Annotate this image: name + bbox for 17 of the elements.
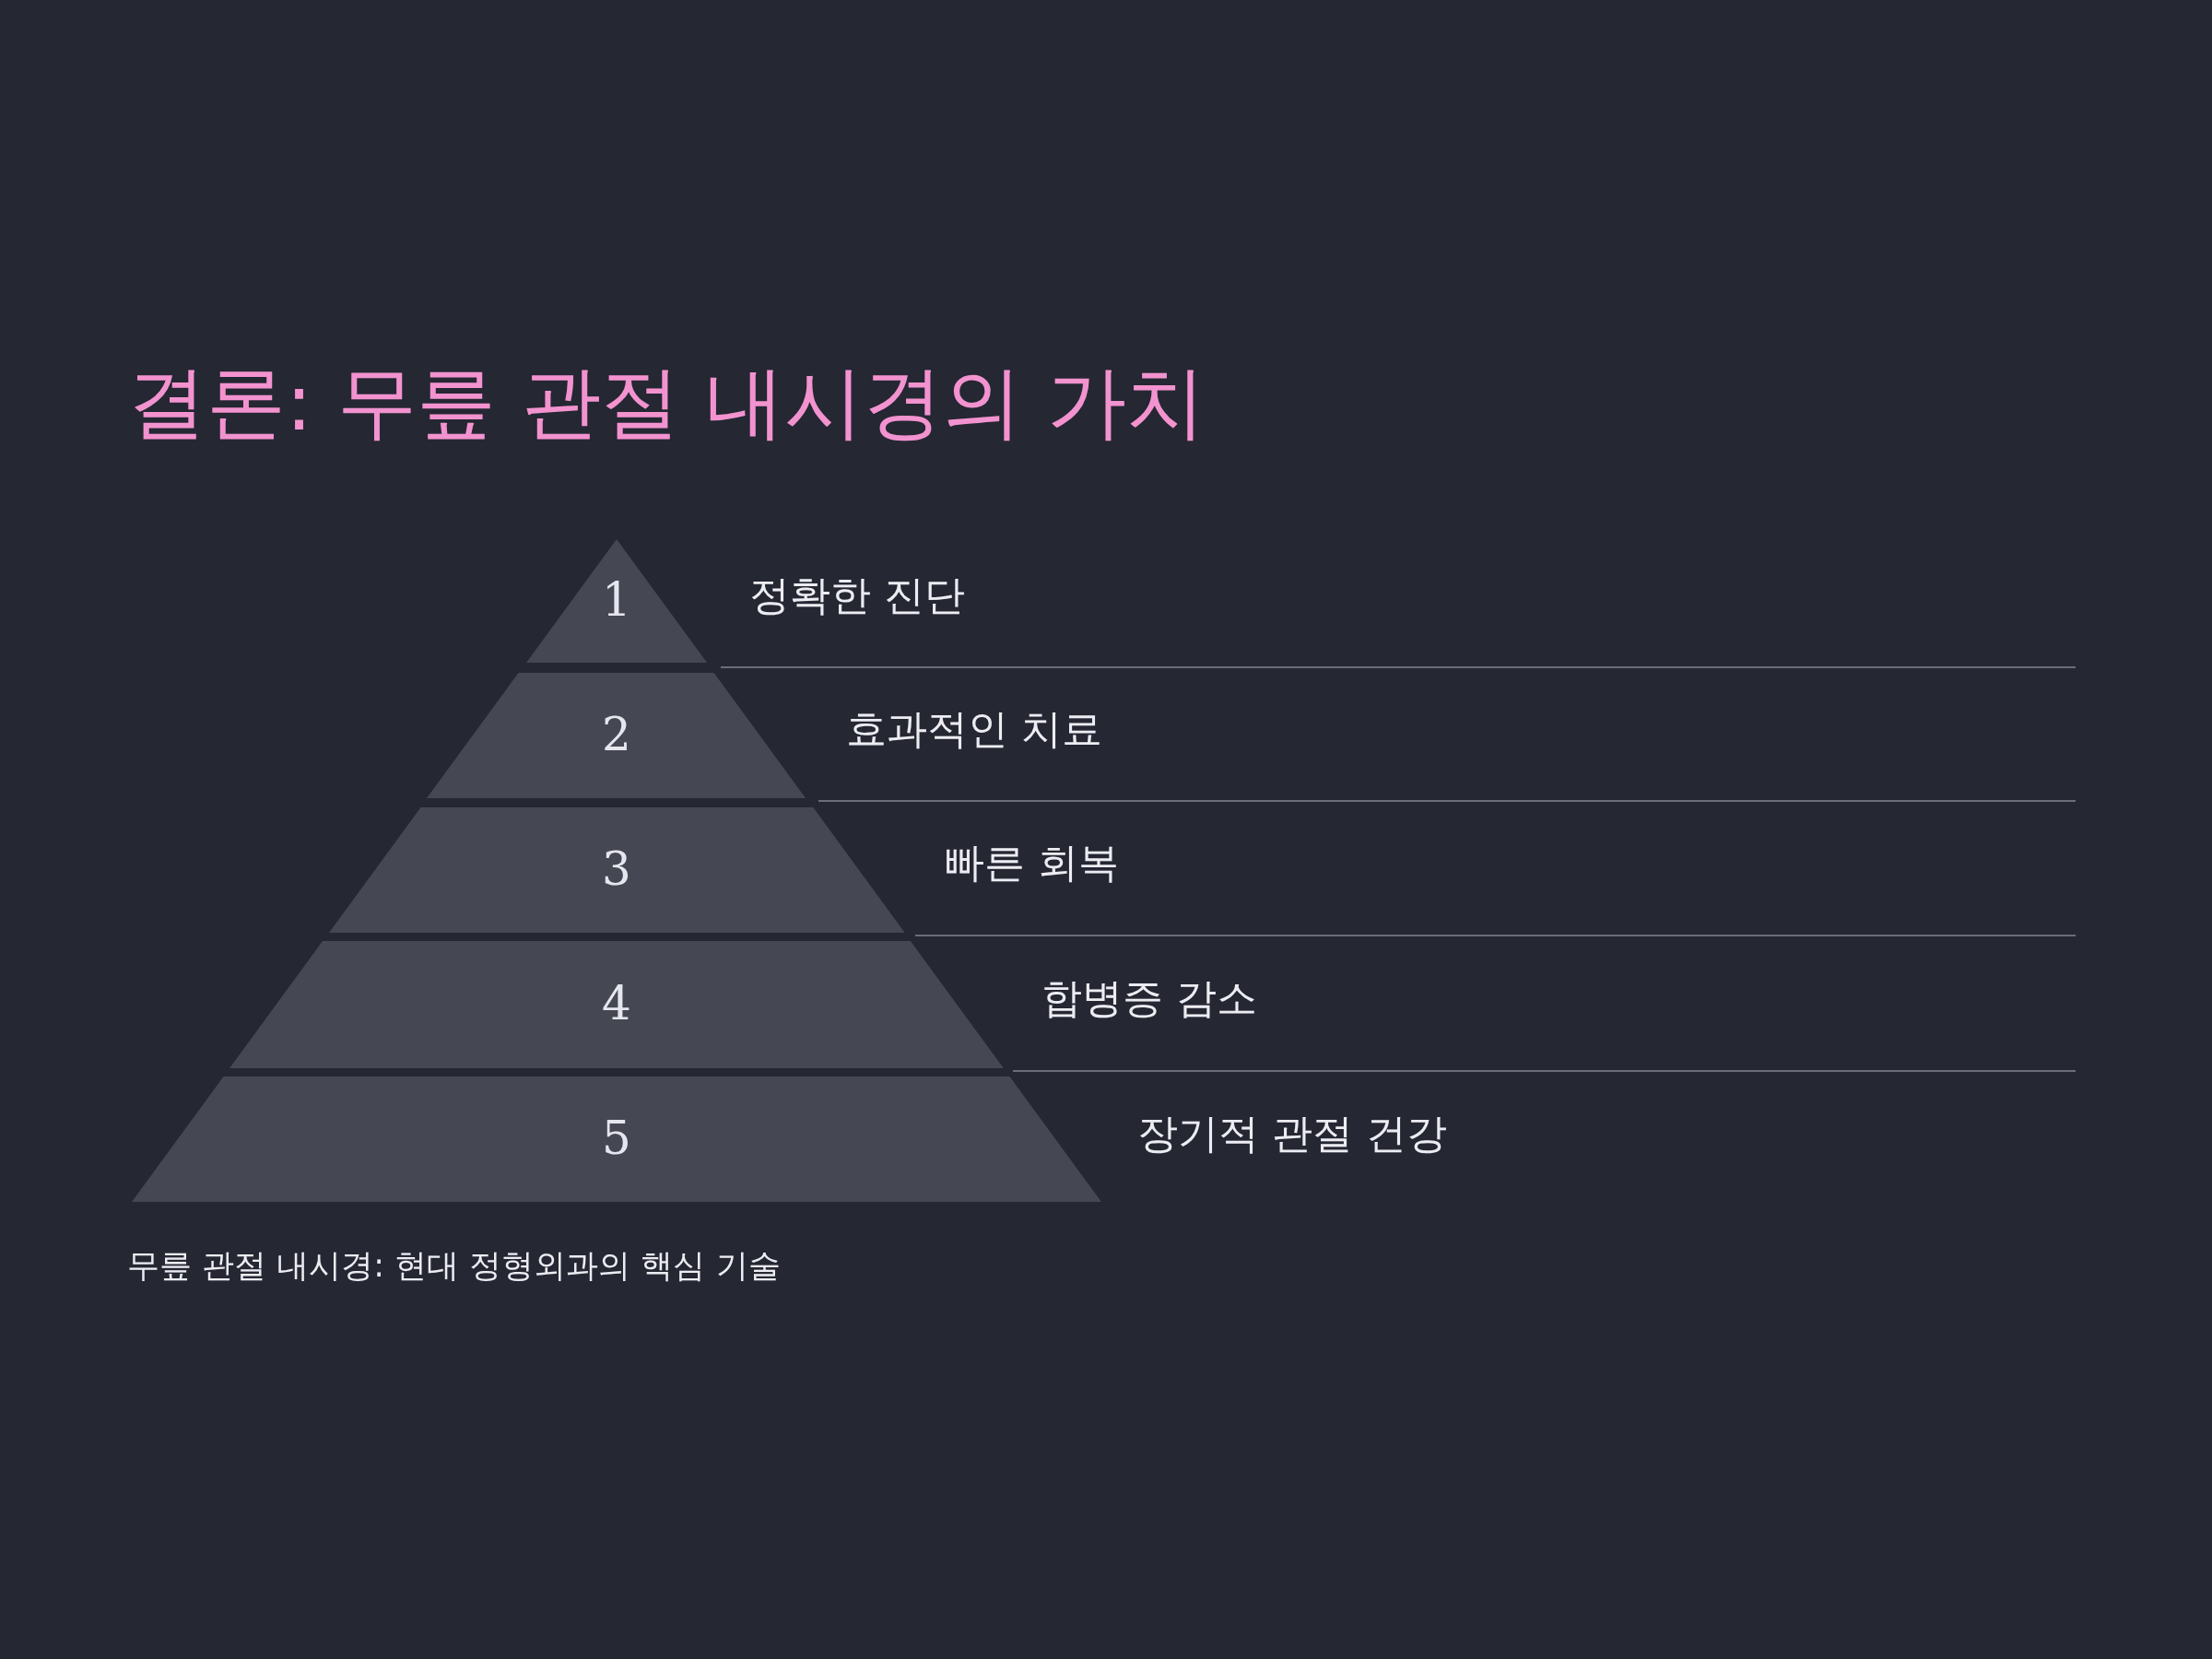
pyramid-tier [229,941,1004,1068]
caption: 무릎 관절 내시경: 현대 정형외과의 핵심 기술 [127,1246,781,1285]
pyramid-tier [525,539,707,663]
pyramid-tier [427,673,806,798]
slide-title: 결론: 무릎 관절 내시경의 가치 [127,355,1206,450]
tier-label: 합병증 감소 [1041,974,1257,1023]
tier-number: 3 [601,842,632,896]
pyramid-tier [328,807,905,933]
tier-number: 5 [601,1112,632,1165]
tier-label: 효과적인 치료 [846,705,1102,754]
tier-label: 장기적 관절 건강 [1137,1110,1447,1159]
tier-label: 정확한 진단 [749,571,965,620]
pyramid-tier [132,1077,1101,1202]
tier-number: 1 [601,573,632,627]
tier-number: 2 [601,708,632,761]
tier-label: 빠른 회복 [944,839,1119,888]
tier-number: 4 [601,977,632,1030]
